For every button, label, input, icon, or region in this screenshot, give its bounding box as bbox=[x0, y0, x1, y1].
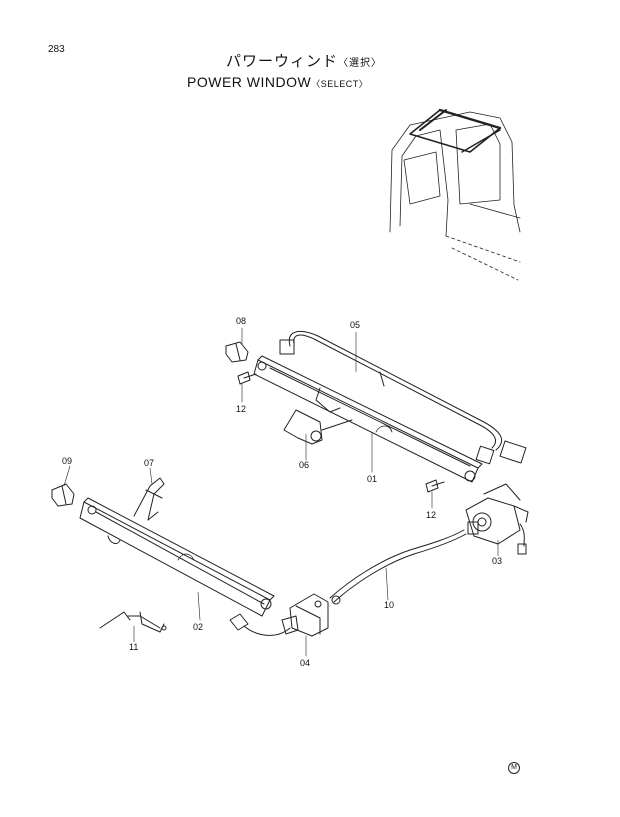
title-en-sub: 〈SELECT〉 bbox=[311, 79, 369, 89]
callout-07: 07 bbox=[144, 458, 154, 468]
callout-12-upper: 12 bbox=[236, 404, 246, 414]
title-en-main: POWER WINDOW bbox=[187, 74, 312, 90]
part-08-clip bbox=[225, 341, 249, 363]
part-11-crank bbox=[99, 611, 167, 633]
page-number: 283 bbox=[48, 44, 65, 55]
callout-02: 02 bbox=[193, 622, 203, 632]
title-jp-sub: 〈選択〉 bbox=[338, 58, 383, 69]
part-10-cable bbox=[329, 529, 467, 605]
callout-06: 06 bbox=[299, 460, 309, 470]
part-12-bolt-lower bbox=[425, 479, 445, 493]
part-02-lower-rail bbox=[79, 497, 275, 617]
cab-location-inset bbox=[389, 108, 521, 281]
callout-09: 09 bbox=[62, 456, 72, 466]
callout-12-lower: 12 bbox=[426, 510, 436, 520]
callout-03: 03 bbox=[492, 556, 502, 566]
part-07-bracket bbox=[133, 477, 165, 521]
part-09-clip bbox=[51, 483, 75, 507]
callout-11: 11 bbox=[129, 642, 138, 652]
part-03-regulator bbox=[465, 483, 529, 555]
callout-10: 10 bbox=[384, 600, 394, 610]
title-english: POWER WINDOW〈SELECT〉 bbox=[187, 74, 368, 90]
leader-lines bbox=[63, 327, 499, 657]
part-05-harness bbox=[279, 330, 527, 465]
title-jp-main: パワーウィンド bbox=[226, 52, 339, 70]
callout-08: 08 bbox=[236, 316, 246, 326]
part-06-bracket bbox=[283, 409, 353, 445]
callout-01: 01 bbox=[367, 474, 377, 484]
title-japanese: パワーウィンド〈選択〉 bbox=[226, 50, 382, 71]
part-12-bolt-upper bbox=[237, 371, 257, 385]
part-04-motor bbox=[229, 593, 329, 637]
part-01-upper-rail bbox=[253, 355, 483, 483]
callout-04: 04 bbox=[300, 658, 310, 668]
callout-05: 05 bbox=[350, 320, 360, 330]
corner-mark: M bbox=[508, 762, 520, 774]
